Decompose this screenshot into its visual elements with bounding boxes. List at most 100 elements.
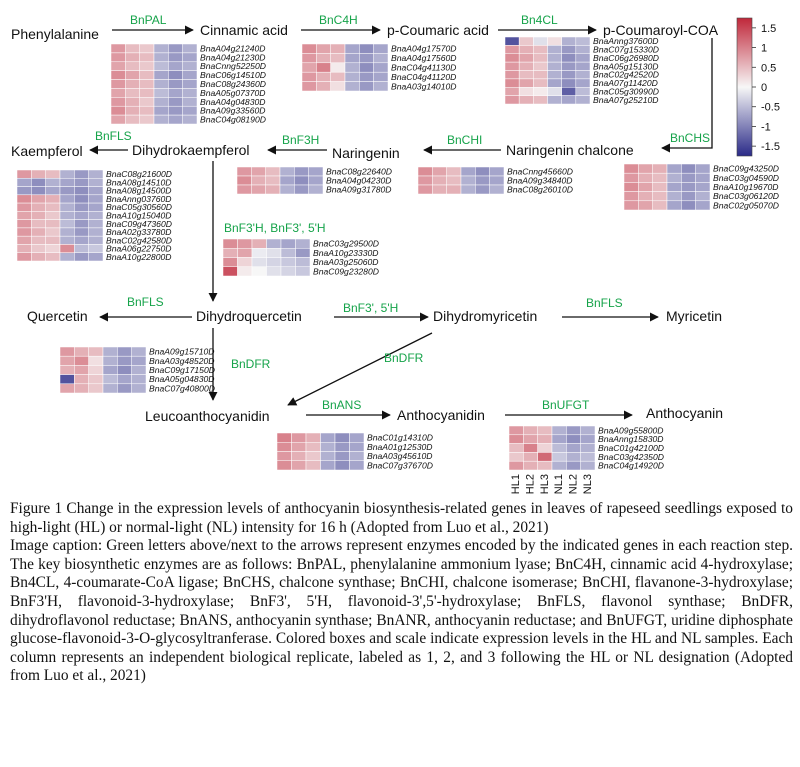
heatmap-cell <box>623 200 639 211</box>
heatmap-cell <box>74 383 89 394</box>
figure-caption-title: Figure 1 Change in the expression levels… <box>10 500 793 536</box>
gene-label: BnaA01g12530D <box>367 442 432 452</box>
heatmap-cell <box>182 52 198 63</box>
heatmap-cell <box>551 434 567 444</box>
heatmap-cell <box>74 365 89 375</box>
heatmap-cell <box>168 97 183 107</box>
heatmap-cell <box>74 346 89 357</box>
heatmap-cell <box>265 184 281 195</box>
heatmap-cell <box>320 432 336 443</box>
heatmap-cell <box>652 200 668 211</box>
heatmap-cell <box>31 227 46 237</box>
heatmap-cell <box>330 81 346 92</box>
heatmap-cell <box>652 163 668 174</box>
gene-label: BnaC05g30560D <box>106 202 172 212</box>
heatmap-cell <box>88 365 104 375</box>
gene-label: BnaA08g14510D <box>106 177 171 187</box>
heatmap-cell <box>182 43 198 54</box>
heatmap-cell <box>291 432 307 443</box>
heatmap-cell <box>359 53 374 64</box>
heatmap-cell <box>102 365 118 375</box>
heatmap-cell <box>222 248 238 258</box>
heatmap-cell <box>537 434 553 444</box>
heatmap-cell <box>279 166 295 177</box>
heatmap-cell <box>489 184 505 195</box>
heatmap-cell <box>182 97 198 107</box>
heatmap-cell <box>88 355 104 366</box>
heatmap-cell <box>139 79 155 89</box>
heatmap-cell <box>125 97 140 107</box>
heatmap-cell <box>518 95 534 105</box>
heatmap-cell <box>373 43 389 54</box>
replicate-label: NL3 <box>582 474 594 494</box>
heatmap-cell <box>251 248 267 258</box>
heatmap-cell <box>251 175 266 186</box>
heatmap-cell <box>153 43 169 54</box>
heatmap-cell <box>334 432 350 443</box>
gene-label: BnaCnng45660D <box>507 167 573 177</box>
heatmap-cell <box>74 235 89 245</box>
heatmap-cell <box>59 169 75 179</box>
heatmap-cell <box>475 175 490 186</box>
heatmap-cell <box>561 53 577 63</box>
scale-tick-label: -0.5 <box>761 102 780 114</box>
heatmap-cell <box>533 87 548 96</box>
heatmap-cell <box>182 70 198 80</box>
enzyme-bnufgt: BnUFGT <box>542 398 590 412</box>
heatmap-cell <box>294 175 309 186</box>
heatmap-cell <box>110 52 126 63</box>
enzyme-labels: BnPAL BnC4H Bn4CL BnCHS BnCHI BnF3H BnFL… <box>95 13 710 412</box>
gene-label: BnaC09g23280D <box>313 266 379 276</box>
heatmap-cell <box>432 166 447 177</box>
heatmap-cell <box>131 365 147 375</box>
scale-tick-label: -1.5 <box>761 141 780 153</box>
heatmap-cell <box>59 219 75 229</box>
heatmap-cell <box>59 227 75 237</box>
heatmap-cell <box>575 78 591 88</box>
enzyme-bnf35h: BnF3', 5'H <box>343 301 398 315</box>
heatmap-cell <box>237 248 253 258</box>
heatmap-cell <box>16 202 32 212</box>
heatmap-cell <box>523 460 538 471</box>
gene-label: BnaC01g42100D <box>598 443 664 453</box>
heatmap-cell <box>153 70 169 80</box>
heatmap-cell <box>291 442 307 452</box>
heatmap-cell <box>279 184 295 195</box>
heatmap-cell <box>74 374 89 385</box>
heatmap-cell <box>125 79 140 89</box>
heatmap-cell <box>460 184 476 195</box>
heatmap-cell <box>280 266 296 277</box>
heatmap-cell <box>59 252 75 262</box>
heatmap-cell <box>110 61 126 71</box>
heatmap-cell <box>131 346 147 357</box>
heatmap-cell <box>305 432 321 443</box>
heatmap-cell <box>518 53 534 63</box>
heatmap-cell <box>344 71 360 82</box>
heatmap-cell <box>316 71 331 82</box>
gene-label: BnaA09g55800D <box>598 425 663 435</box>
heatmap-cell <box>508 443 524 453</box>
heatmap-cell <box>251 184 266 195</box>
heatmap-cell <box>575 70 591 80</box>
heatmap-cell <box>153 61 169 71</box>
heatmap-cell <box>45 194 61 204</box>
gene-label: BnaC04g41130D <box>391 63 456 73</box>
heatmap-cell <box>74 211 89 220</box>
heatmap-cell <box>125 52 140 63</box>
gene-label: BnaA05g15130D <box>593 61 658 71</box>
heatmap-cell <box>74 202 89 212</box>
gene-label: BnaA07g11420D <box>593 78 658 88</box>
heatmap-cell <box>294 184 309 195</box>
heatmap-cell <box>276 432 292 443</box>
heatmap-cell <box>153 88 169 98</box>
heatmap-cell <box>276 442 292 452</box>
enzyme-bnchs: BnCHS <box>670 131 710 145</box>
heatmap-cell <box>349 451 365 461</box>
compound-p-coumaric-acid: p-Coumaric acid <box>387 22 489 38</box>
heatmap-cell <box>222 266 238 277</box>
heatmap-cell <box>489 166 505 177</box>
heatmap-cell <box>330 43 346 54</box>
heatmap-cell <box>504 53 520 63</box>
enzyme-bnchi: BnCHI <box>447 133 482 147</box>
